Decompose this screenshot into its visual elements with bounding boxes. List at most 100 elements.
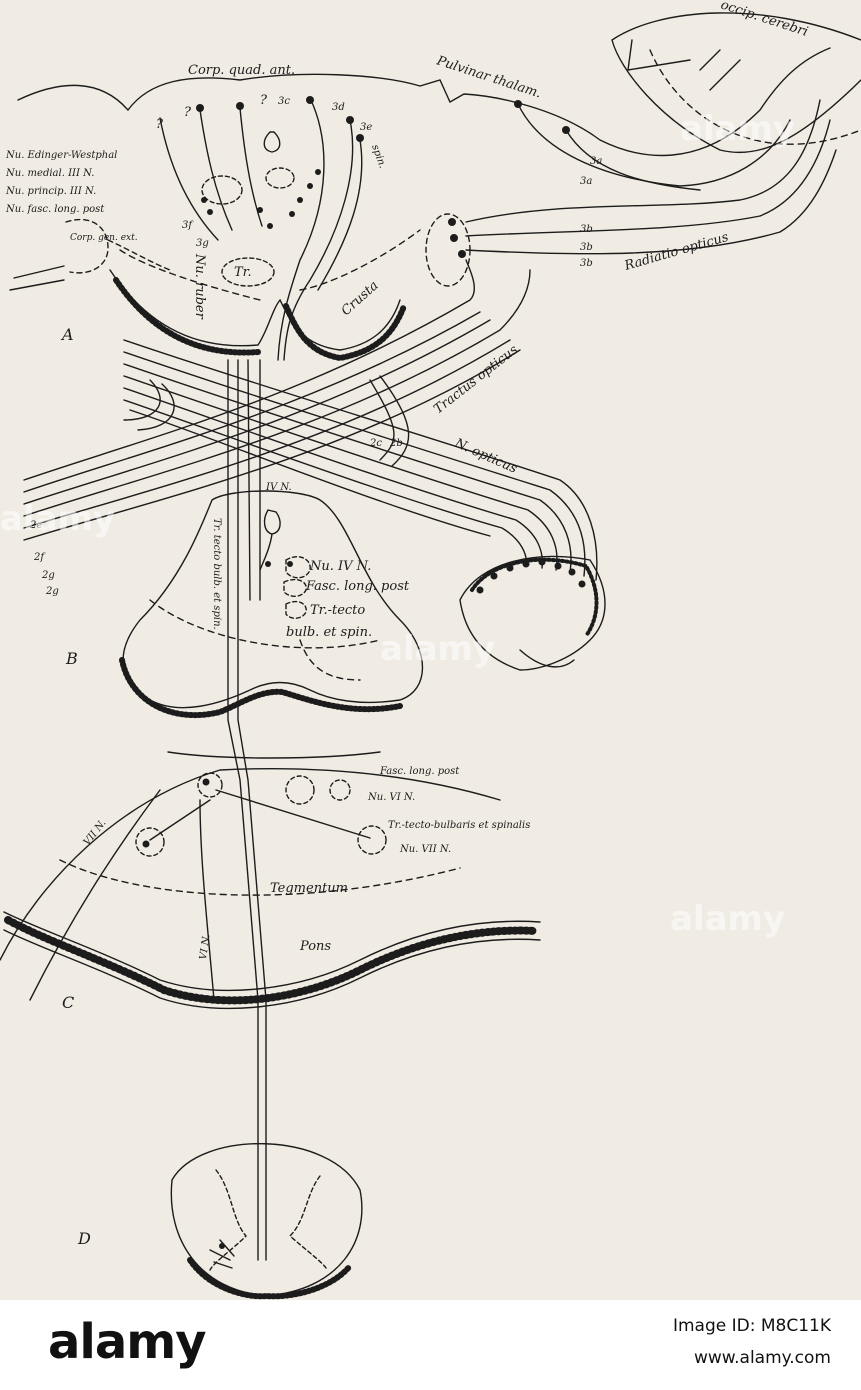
label-tr-tecto-b: Tr.-tecto [310,603,365,618]
panel-c-tegmentum-dashed [59,859,461,896]
label-vi-n: VI N. [198,933,212,960]
chiasm-fiber-4 [123,375,558,571]
panel-letter-a: A [60,325,74,344]
oculomotor-nucleus-outline [201,175,243,205]
chiasm-fiber-6 [123,399,528,567]
nu-vi-fiber [149,789,371,841]
nu-vii-right-outline [357,825,387,855]
lateral-loop-fibers [123,379,175,431]
code-3a-1: 3a [590,156,602,167]
tractus-loop-fibers [369,375,410,467]
label-tractus: Tractus opticus [431,342,521,417]
code-q1: ? [156,117,164,132]
label-iv-n: IV N. [265,482,292,493]
crossing-fiber-4 [23,269,531,517]
label-princip: Nu. princip. III N. [5,186,96,197]
tecto-c-outline [329,779,351,801]
label-corp-quad: Corp. quad. ant. [188,63,295,78]
code-3f: 3f [182,220,194,231]
code-3e: 3e [360,122,372,133]
edinger-westphal-outline [265,167,295,189]
code-3g: 3g [196,238,209,249]
panel-c-pons-lower [3,929,541,1010]
image-id: Image ID: M8C11K [672,1316,831,1336]
fiber-3c [277,97,325,361]
spinal-cord-hatch [187,1257,353,1300]
crossing-fiber-2 [23,311,481,493]
optic-pathway-diagram: Corp. quad. ant. Pulvinar thalam. occip.… [0,0,861,1300]
chiasm-fiber-7 [129,409,491,537]
anatomical-plate: Corp. quad. ant. Pulvinar thalam. occip.… [0,0,861,1300]
stock-footer: alamy Image ID: M8C11K www.alamy.com [0,1300,861,1390]
descending-tract-3 [247,359,251,601]
spinal-cord-outline [170,1143,363,1297]
crossing-fiber-6 [23,349,521,541]
chiasm-fiber-1 [123,339,598,581]
left-external-lines [9,265,65,291]
label-corp-gen: Corp. gen. ext. [70,233,138,243]
code-3c: 3c [278,96,290,107]
eye-lens [519,649,575,668]
pulvinar-fiber-2 [565,129,701,191]
descending-tract-2 [237,359,267,1261]
label-radiatio: Radiatio opticus [622,230,731,274]
spinal-gray-matter [209,1169,327,1271]
chiasm-fiber-3 [123,363,572,573]
radiatio-fiber-2 [465,119,831,237]
code-2e: 2e [29,520,42,531]
nu-vi-outline [197,772,223,798]
code-3b-1: 3b [580,224,593,235]
label-pons: Pons [299,939,331,954]
watermark-1: alamy [680,109,795,149]
midbrain-dorsal-outline [17,47,831,157]
watermark-2: alamy [380,629,495,669]
code-2c: 2c [369,438,382,449]
label-nu-iv: Nu. IV N. [309,559,371,574]
code-3a-2: 3a [580,176,592,187]
aqueduct [263,131,281,153]
panel-b-dashed [149,599,381,681]
iv-n-fiber [259,509,281,571]
code-q2: ? [184,105,192,120]
fiber-3d [283,119,354,361]
trochlear-nucleus-outline [285,556,311,579]
crossing-fiber-3 [23,319,491,505]
vi-nerve [199,799,215,1001]
chiasm-fiber-5 [123,387,544,569]
panel-c-pons-hatch [4,916,540,1005]
panel-letter-c: C [62,993,74,1012]
label-medial: Nu. medial. III N. [5,168,94,179]
site-url: www.alamy.com [693,1348,831,1368]
nucleus-dots [142,96,586,1249]
panel-letter-d: D [77,1229,91,1248]
label-fasc-post: Nu. fasc. long. post [5,204,105,215]
radiatio-fiber-1 [465,99,821,223]
label-tr-tecto-c: Tr.-tecto-bulbaris et spinalis [388,820,530,831]
code-2g-2: 2g [45,586,59,597]
fiber-tectal-2 [159,117,219,241]
label-tegmentum: Tegmentum [270,881,348,896]
label-fasc-long-c: Fasc. long. post [379,766,460,777]
panel-c-tegmentum-outline [0,768,501,961]
pulvinar-dashed-region [425,213,471,287]
label-tr-tecto-bulb: Tr. tecto bulb. et spin. [211,518,222,630]
panel-b-hatch [119,657,403,719]
crossing-fiber-5 [23,339,511,529]
label-bulb-spin: bulb. et spin. [286,625,372,640]
panel-c-fourth-ventricle [167,751,381,759]
descending-tract-1 [227,359,259,1261]
label-edinger: Nu. Edinger-Westphal [5,150,117,161]
fasc-long-c-outline [285,775,315,805]
code-q3: ? [260,93,268,108]
label-ruber: Nu. ruber [192,253,207,320]
corpus-geniculatum-outline [65,218,109,274]
crossing-fiber-1 [23,259,475,481]
label-tr: Tr. [234,265,252,280]
code-3d: 3d [332,102,345,113]
chiasm-fiber-2 [123,351,586,577]
occipital-fiber-1 [627,39,741,91]
eye-globe [459,555,606,671]
crusta-dashed-boundary [119,229,421,301]
code-2f: 2f [33,552,46,563]
label-crusta: Crusta [339,278,382,319]
